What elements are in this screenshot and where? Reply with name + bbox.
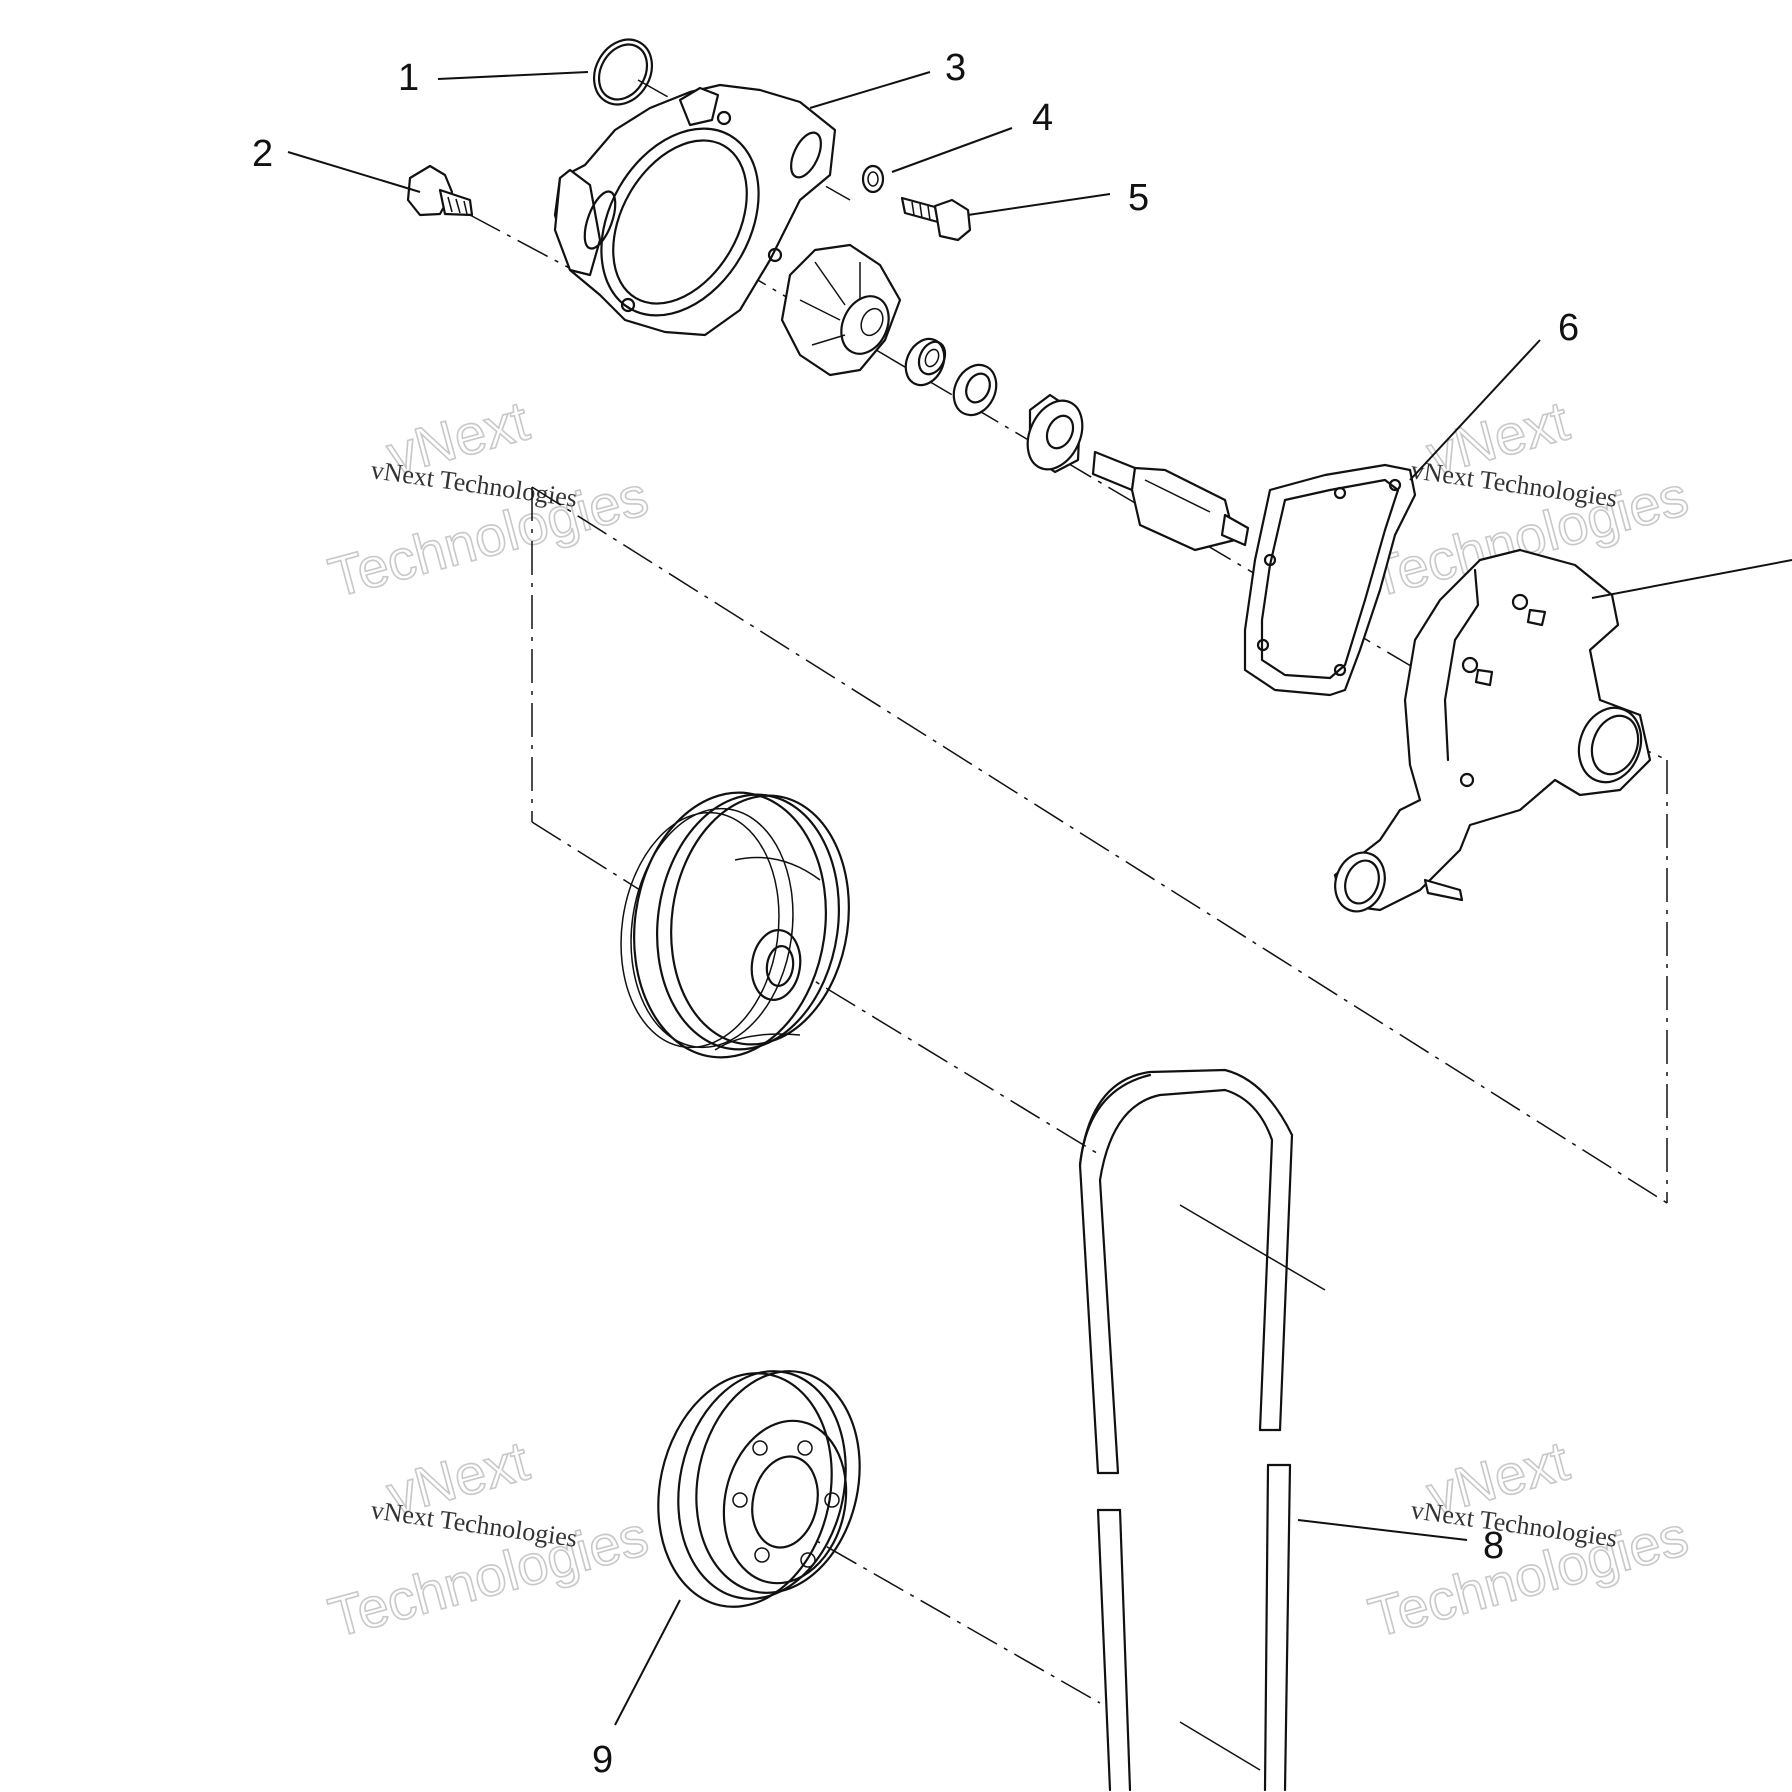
pump-body-part-7 [1333, 548, 1652, 913]
leader-lines [287, 71, 1792, 1726]
watermark-top-left: vNext Technologies vNext Technologies [321, 388, 655, 610]
oil-seal [952, 363, 998, 417]
callout-3: 3 [945, 47, 966, 89]
v-belt-part-8 [1078, 1068, 1294, 1792]
callout-5: 5 [1128, 177, 1149, 219]
water-pump-pulley [620, 791, 850, 1059]
mechanical-seal [904, 337, 947, 387]
impeller [780, 243, 902, 377]
callout-9: 9 [592, 1739, 613, 1781]
pump-shaft [1091, 450, 1250, 552]
hex-bolt-part-5 [900, 196, 972, 242]
pump-housing-part-3 [553, 83, 837, 337]
callout-1: 1 [398, 57, 419, 99]
callout-2: 2 [252, 133, 273, 175]
bearing [1026, 393, 1084, 474]
callout-6: 6 [1558, 307, 1579, 349]
callout-labels: 1 2 3 4 5 6 8 9 [252, 47, 1579, 1781]
drain-bolt-part-2 [406, 164, 474, 217]
washer-part-4 [861, 164, 885, 194]
o-ring-part-1 [592, 38, 654, 106]
callout-8: 8 [1483, 1525, 1504, 1567]
callout-4: 4 [1032, 97, 1053, 139]
crank-pulley-part-9 [657, 1370, 861, 1608]
watermark-bottom-right: vNext Technologies vNext Technologies [1361, 1428, 1695, 1650]
watermark-bottom-left: vNext Technologies vNext Technologies [321, 1428, 655, 1650]
gasket-part-6 [1243, 463, 1417, 697]
